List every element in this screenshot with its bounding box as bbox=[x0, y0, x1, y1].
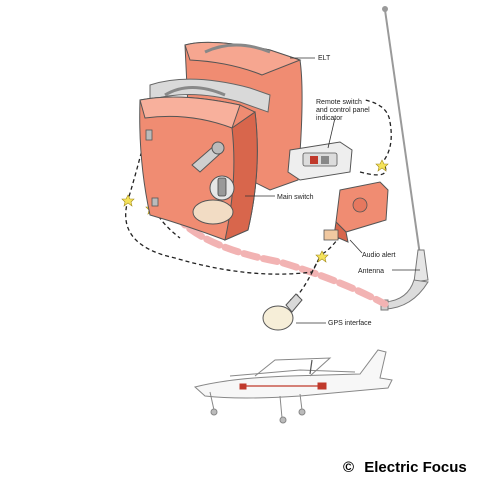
airplane-outline bbox=[195, 350, 392, 423]
copyright-notice: © Electric Focus bbox=[343, 459, 467, 476]
label-elt: ELT bbox=[318, 55, 331, 62]
gps-interface bbox=[263, 294, 302, 330]
label-gps-interface: GPS interface bbox=[328, 320, 372, 327]
antenna bbox=[381, 6, 428, 310]
label-remote-switch-line2: and control panel bbox=[316, 107, 370, 114]
audio-alert bbox=[324, 182, 388, 242]
label-remote-switch-line1: Remote switch bbox=[316, 99, 362, 106]
label-antenna: Antenna bbox=[358, 268, 384, 275]
copyright-text: Electric Focus bbox=[364, 459, 467, 476]
label-audio-alert: Audio alert bbox=[362, 252, 396, 259]
elt-unit bbox=[140, 42, 302, 240]
label-remote-switch-line3: indicator bbox=[316, 115, 343, 122]
copyright-symbol: © bbox=[343, 459, 354, 476]
label-main-switch: Main switch bbox=[277, 194, 314, 201]
